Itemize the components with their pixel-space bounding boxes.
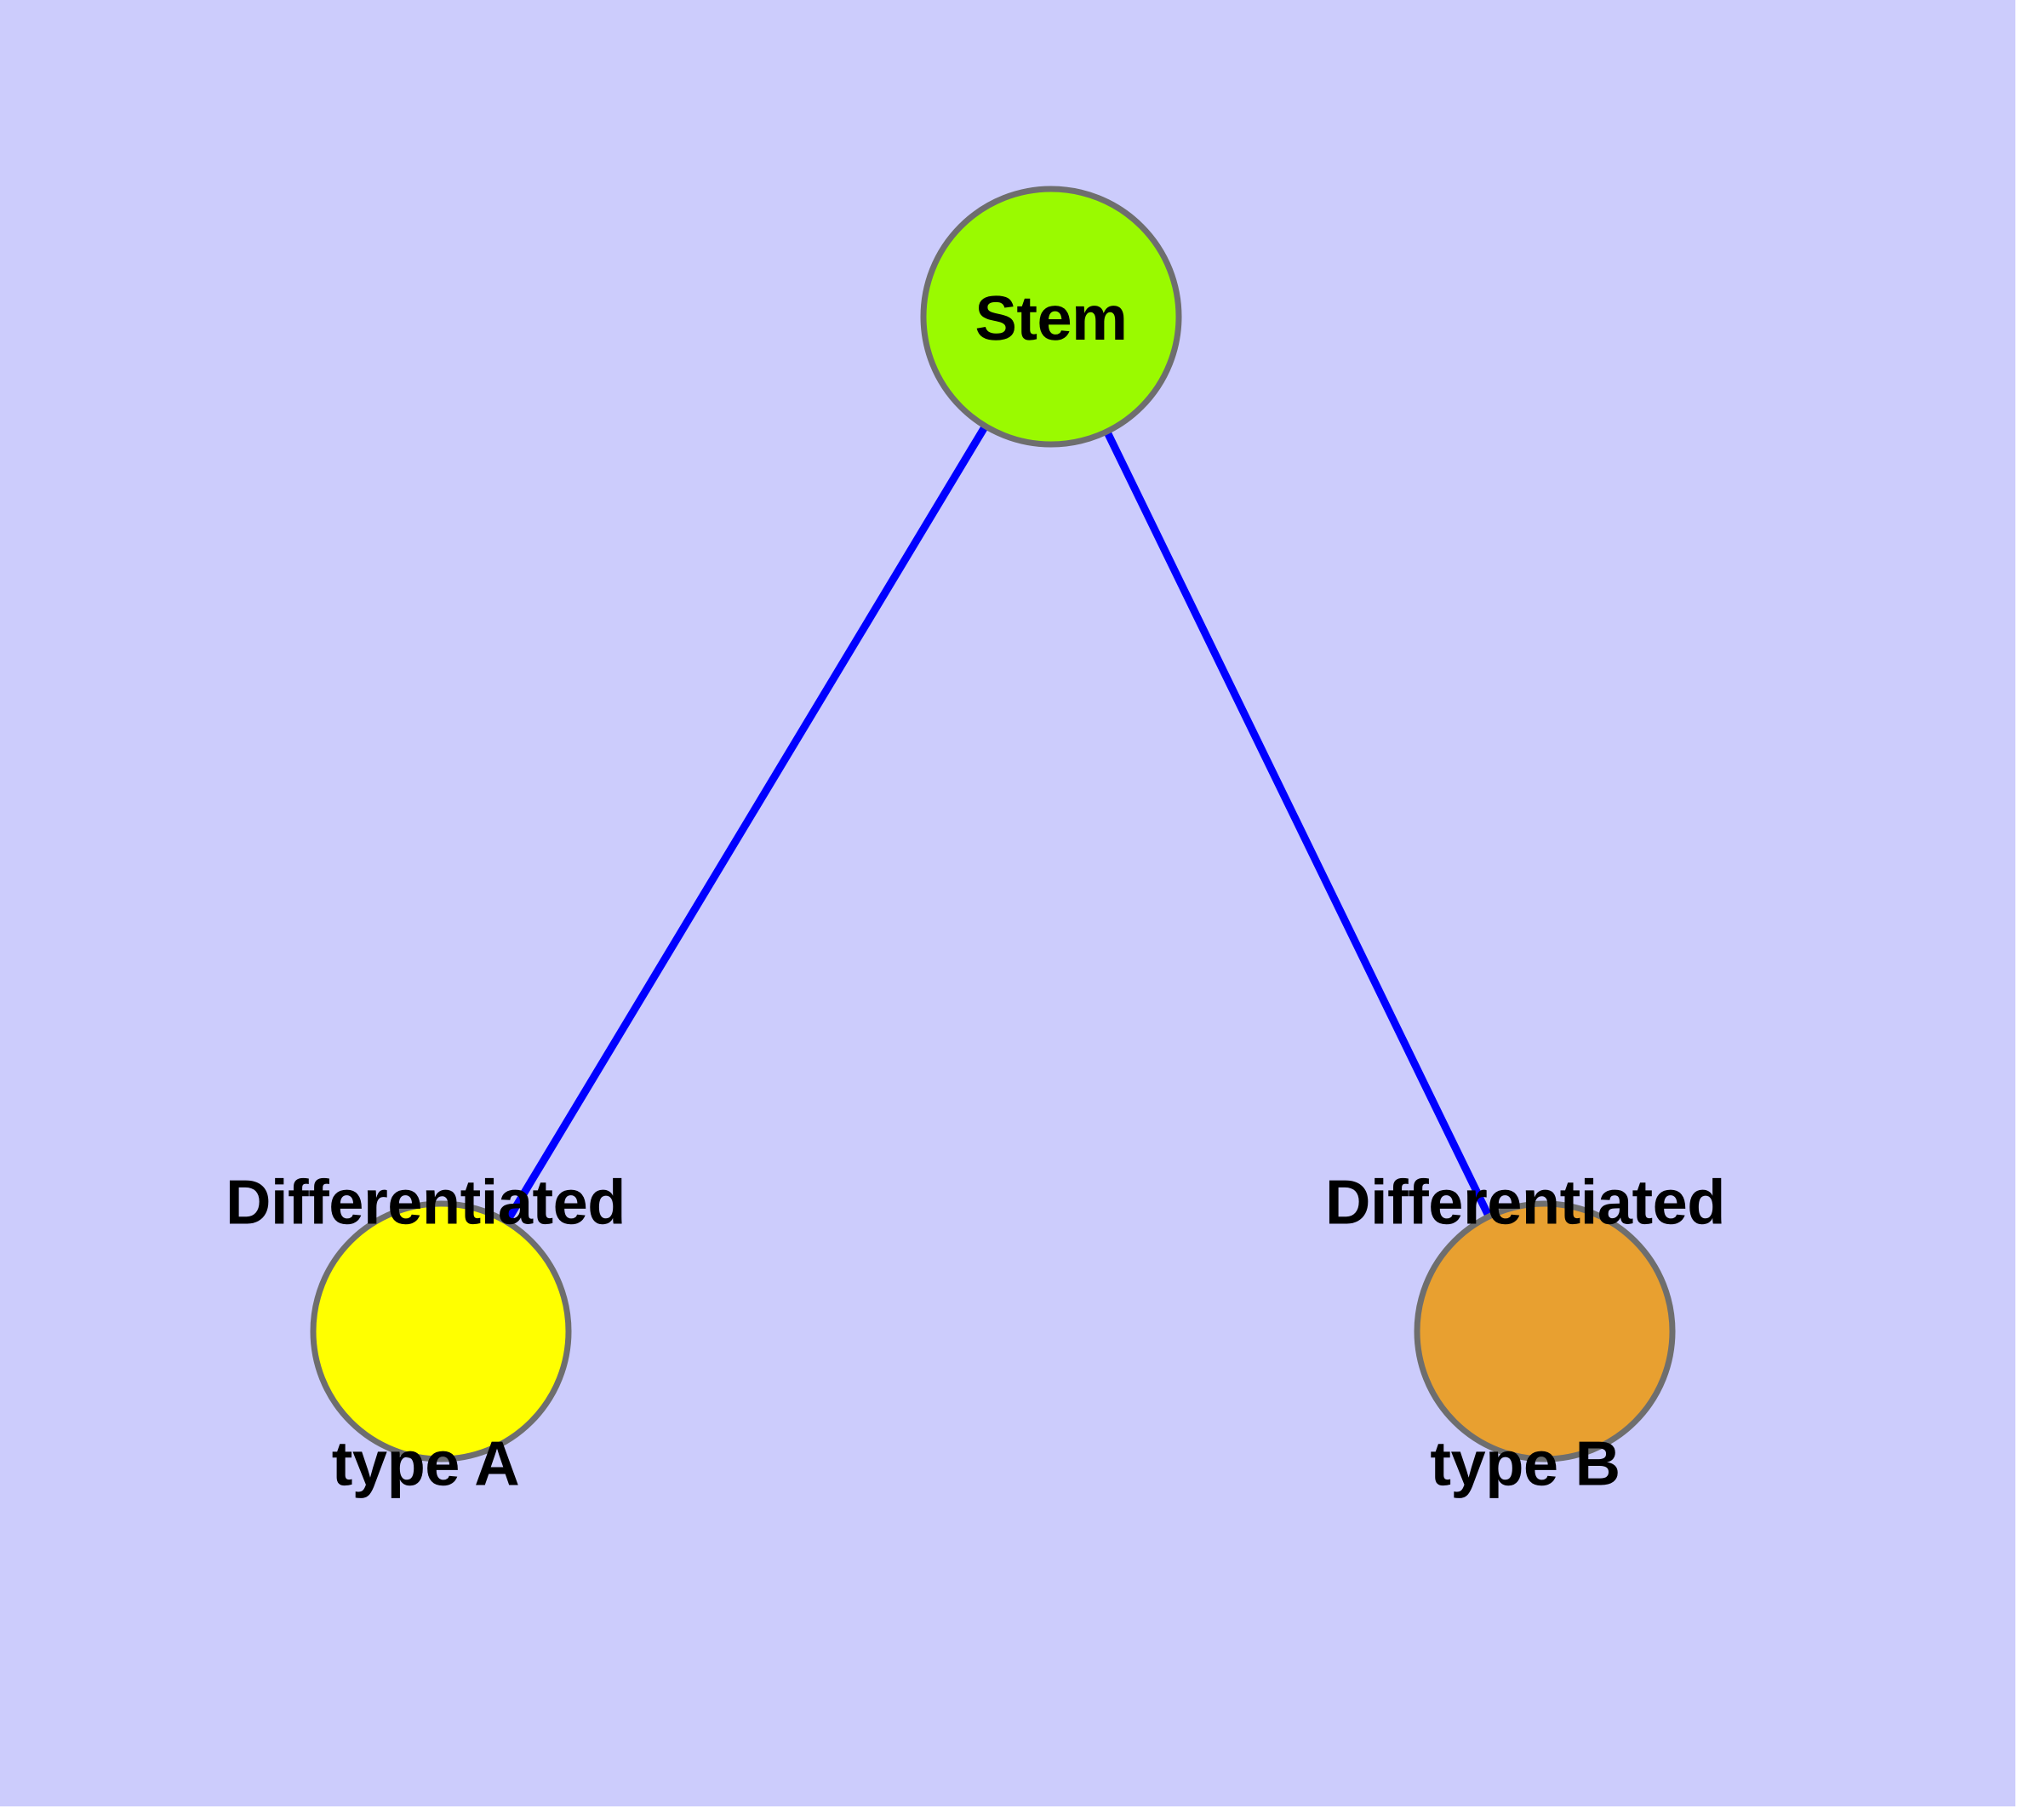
- edge-stem-to-differentiated-type-b: [1047, 315, 1549, 1333]
- node-differentiated-type-b[interactable]: [1414, 1200, 1676, 1462]
- node-differentiated-type-a[interactable]: [310, 1200, 572, 1462]
- edge-layer: [437, 314, 1549, 1334]
- node-layer: [310, 186, 1676, 1462]
- node-stem[interactable]: [920, 186, 1182, 448]
- edge-stem-to-differentiated-type-a: [437, 314, 1055, 1334]
